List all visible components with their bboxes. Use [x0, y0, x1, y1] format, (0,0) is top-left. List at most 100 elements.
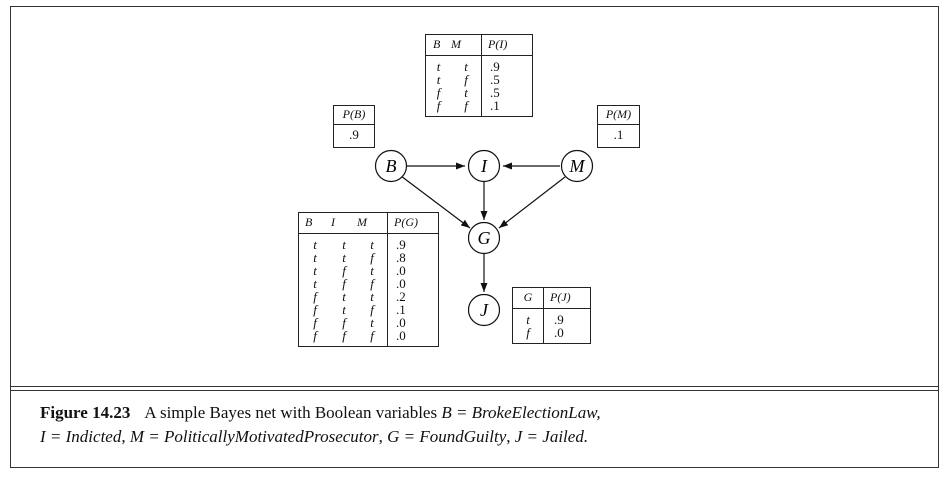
cpt-G-cell: .2	[387, 290, 438, 303]
cpt-J-cell: .0	[543, 326, 590, 339]
cpt-G-cell: f	[370, 250, 374, 265]
table-row: t f t .0	[299, 264, 438, 277]
table-row: t t t .9	[299, 238, 438, 251]
table-row: f t .5	[426, 86, 532, 99]
cpt-G-cell: t	[313, 250, 317, 265]
edge-B-G	[400, 175, 471, 229]
cpt-J-cell: f	[526, 325, 530, 340]
svg-text:I: I	[480, 156, 488, 176]
caption-line-2: I = Indicted, M = PoliticallyMotivatedPr…	[40, 427, 589, 446]
cpt-G-cell: f	[342, 263, 346, 278]
cpt-I-cell: .1	[481, 99, 532, 112]
table-row: t f f .0	[299, 277, 438, 290]
figure-label: Figure 14.23	[40, 403, 131, 422]
node-B: B	[374, 149, 408, 183]
cpt-G-header-B: B	[299, 213, 331, 234]
cpt-B-header: P(B)	[334, 106, 374, 125]
caption-M-def: M = PoliticallyMotivatedProsecutor	[129, 427, 379, 446]
cpt-I-cell: t	[464, 59, 468, 74]
cpt-M: P(M) .1	[597, 105, 640, 148]
cpt-J-header-G: G	[513, 288, 544, 309]
cpt-G-cell: f	[370, 302, 374, 317]
figure-caption: Figure 14.23 A simple Bayes net with Bool…	[40, 401, 920, 449]
edge-M-G	[498, 176, 566, 229]
cpt-I-cell: f	[436, 85, 441, 100]
cpt-I-cell: t	[436, 59, 441, 74]
cpt-G-cell: .0	[387, 316, 438, 329]
cpt-G-cell: f	[342, 315, 346, 330]
cpt-G-cell: .9	[387, 238, 438, 251]
cpt-G-cell: t	[370, 263, 374, 278]
cpt-I-cell: t	[464, 85, 468, 100]
cpt-G-cell: t	[370, 237, 374, 252]
cpt-J-cell: .9	[543, 313, 590, 326]
cpt-I-cell: .9	[481, 60, 532, 73]
cpt-J: G P(J) t .9 f .0	[512, 287, 591, 344]
cpt-I-cell: f	[464, 72, 468, 87]
cpt-G-cell: f	[370, 328, 374, 343]
table-row: f f t .0	[299, 316, 438, 329]
cpt-G-cell: .0	[387, 329, 438, 342]
cpt-G-cell: t	[342, 250, 346, 265]
cpt-J-cell: t	[526, 312, 530, 327]
cpt-B: P(B) .9	[333, 105, 375, 148]
cpt-G-cell: t	[313, 237, 317, 252]
caption-G-def: G = FoundGuilty	[387, 427, 507, 446]
cpt-I-header-P: P(I)	[481, 35, 532, 56]
node-J: J	[467, 293, 501, 327]
cpt-B-value: .9	[349, 127, 359, 142]
svg-text:M: M	[569, 156, 586, 176]
caption-divider-bottom	[10, 390, 939, 391]
cpt-G-cell: f	[342, 328, 346, 343]
caption-J-def: J = Jailed.	[514, 427, 589, 446]
caption-line-1: Figure 14.23 A simple Bayes net with Bool…	[40, 401, 920, 425]
cpt-G-cell: f	[313, 315, 317, 330]
caption-divider-top	[10, 386, 939, 387]
cpt-I-cell: f	[464, 98, 468, 113]
cpt-G-header-P: P(G)	[387, 213, 438, 234]
svg-text:J: J	[480, 300, 489, 320]
cpt-G-cell: .0	[387, 277, 438, 290]
cpt-G-cell: t	[370, 289, 374, 304]
cpt-G-header-I: I	[331, 213, 357, 234]
node-G: G	[467, 221, 501, 255]
table-row: f f f .0	[299, 329, 438, 342]
cpt-M-header: P(M)	[598, 106, 639, 125]
cpt-G-cell: t	[342, 302, 346, 317]
caption-text: A simple Bayes net with Boolean variable…	[144, 403, 442, 422]
table-row: f t t .2	[299, 290, 438, 303]
svg-text:G: G	[478, 228, 491, 248]
cpt-I: B M P(I) t t .9 t f .5 f t .5 f f .1	[425, 34, 533, 117]
cpt-G-cell: t	[342, 237, 346, 252]
table-row: t t .9	[426, 60, 532, 73]
table-row: t f .5	[426, 73, 532, 86]
cpt-G-cell: t	[313, 276, 317, 291]
table-row: t .9	[513, 313, 590, 326]
cpt-I-cell: f	[436, 98, 441, 113]
caption-B-def: B = BrokeElectionLaw,	[441, 403, 601, 422]
cpt-I-cell: .5	[481, 73, 532, 86]
cpt-I-cell: .5	[481, 86, 532, 99]
table-row: f f .1	[426, 99, 532, 112]
cpt-G-cell: f	[313, 302, 317, 317]
cpt-M-value: .1	[613, 127, 624, 142]
caption-I-def: I = Indicted	[40, 427, 122, 446]
node-I: I	[467, 149, 501, 183]
cpt-G-cell: f	[342, 276, 346, 291]
svg-text:B: B	[386, 156, 397, 176]
table-row: f .0	[513, 326, 590, 339]
cpt-I-header-M: M	[451, 35, 482, 56]
cpt-J-header-P: P(J)	[543, 288, 590, 309]
cpt-G-cell: f	[313, 328, 317, 343]
figure-frame	[10, 6, 939, 468]
cpt-G-cell: t	[370, 315, 374, 330]
cpt-G-cell: f	[370, 276, 374, 291]
cpt-G-cell: f	[313, 289, 317, 304]
cpt-G-cell: .0	[387, 264, 438, 277]
cpt-G-cell: t	[313, 263, 317, 278]
cpt-G-cell: t	[342, 289, 346, 304]
